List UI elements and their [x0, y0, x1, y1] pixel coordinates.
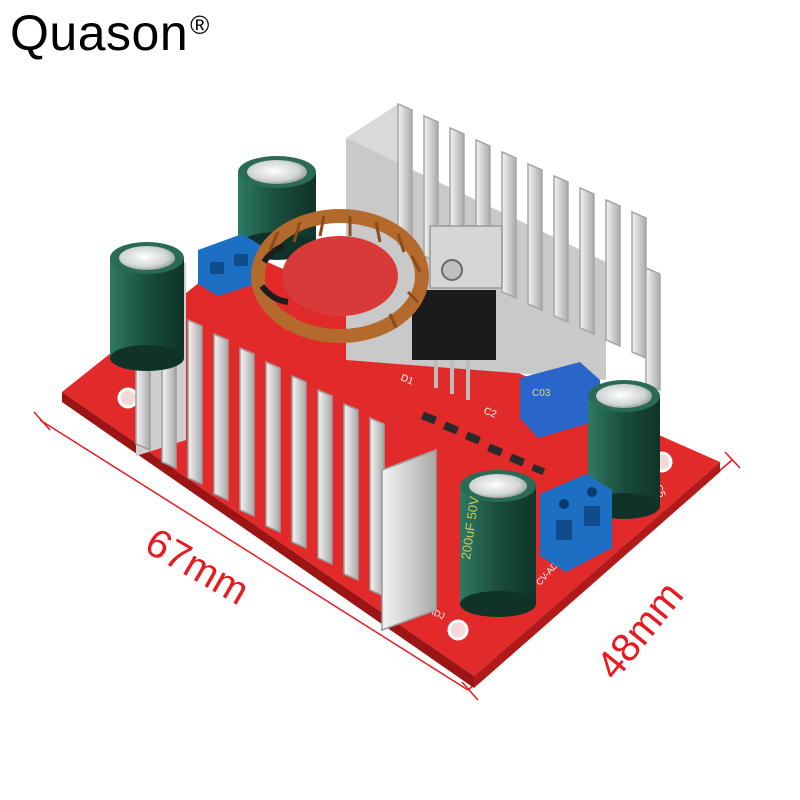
terminal-block-output [540, 474, 612, 572]
mosfet [412, 225, 503, 400]
dimension-line-67 [33, 411, 479, 701]
terminal-block-input [198, 234, 262, 296]
capacitor-front: 200uF 50V [458, 470, 536, 617]
heatsink-back [346, 102, 661, 392]
brand-logo: Quason® [10, 4, 210, 62]
pcb-label-c2: C2 [482, 406, 498, 421]
registered-mark: ® [190, 10, 210, 40]
brand-name: Quason [10, 5, 189, 61]
svg-text:C03: C03 [532, 388, 551, 399]
potentiometer-cc: C03 [520, 362, 600, 438]
inductor-coil [251, 209, 429, 343]
capacitor-left [110, 242, 184, 371]
pcb-label-d1: D1 [399, 373, 415, 388]
